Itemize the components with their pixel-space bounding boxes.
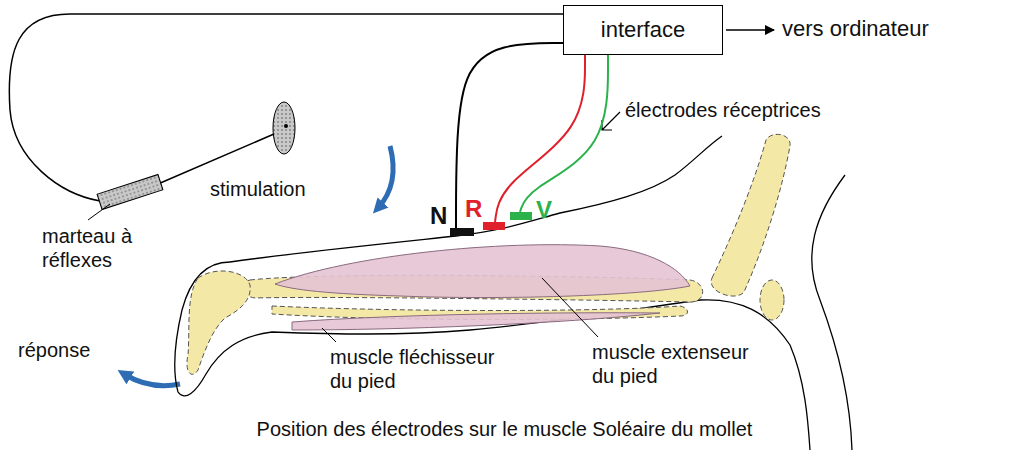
hammer-head	[273, 102, 295, 154]
hammer-handle	[158, 134, 274, 184]
electrode: N	[450, 228, 474, 236]
femur-bone	[711, 134, 790, 296]
part-label: muscle extenseur du pied	[592, 340, 762, 388]
electrode-letter: R	[465, 197, 482, 221]
extensor-muscle	[275, 245, 690, 298]
leader-line	[542, 278, 598, 337]
electrode-letter: V	[536, 198, 552, 222]
hammer-grip	[97, 175, 163, 210]
foot-bone	[187, 271, 250, 374]
stimulation-arrow	[378, 146, 393, 208]
hammer-wire	[9, 14, 563, 201]
electrode-wire	[456, 43, 563, 228]
hammer-pivot	[284, 124, 288, 128]
action-label: stimulation	[210, 177, 306, 201]
leader-line	[322, 328, 336, 342]
electrode-wire	[520, 55, 608, 212]
output-label: vers ordinateur	[782, 17, 929, 41]
interface-box: interface	[563, 5, 723, 55]
part-label: électrodes réceptrices	[625, 98, 821, 122]
electrode-letter: N	[430, 204, 447, 228]
part-label: muscle fléchisseur du pied	[330, 345, 510, 393]
electrode: R	[483, 222, 505, 230]
part-label: marteau à réflexes	[42, 224, 134, 272]
leader-line	[88, 204, 110, 220]
output-arrow	[726, 29, 774, 31]
box-label: interface	[589, 17, 697, 43]
patella-bone	[760, 280, 784, 320]
flexor-muscle	[292, 313, 660, 330]
leg-outline	[812, 175, 852, 450]
electrode-wire	[495, 55, 585, 222]
electrode: V	[510, 212, 532, 220]
response-arrow	[124, 374, 180, 386]
action-label: réponse	[18, 338, 90, 362]
caption: Position des électrodes sur le muscle So…	[0, 418, 1009, 441]
